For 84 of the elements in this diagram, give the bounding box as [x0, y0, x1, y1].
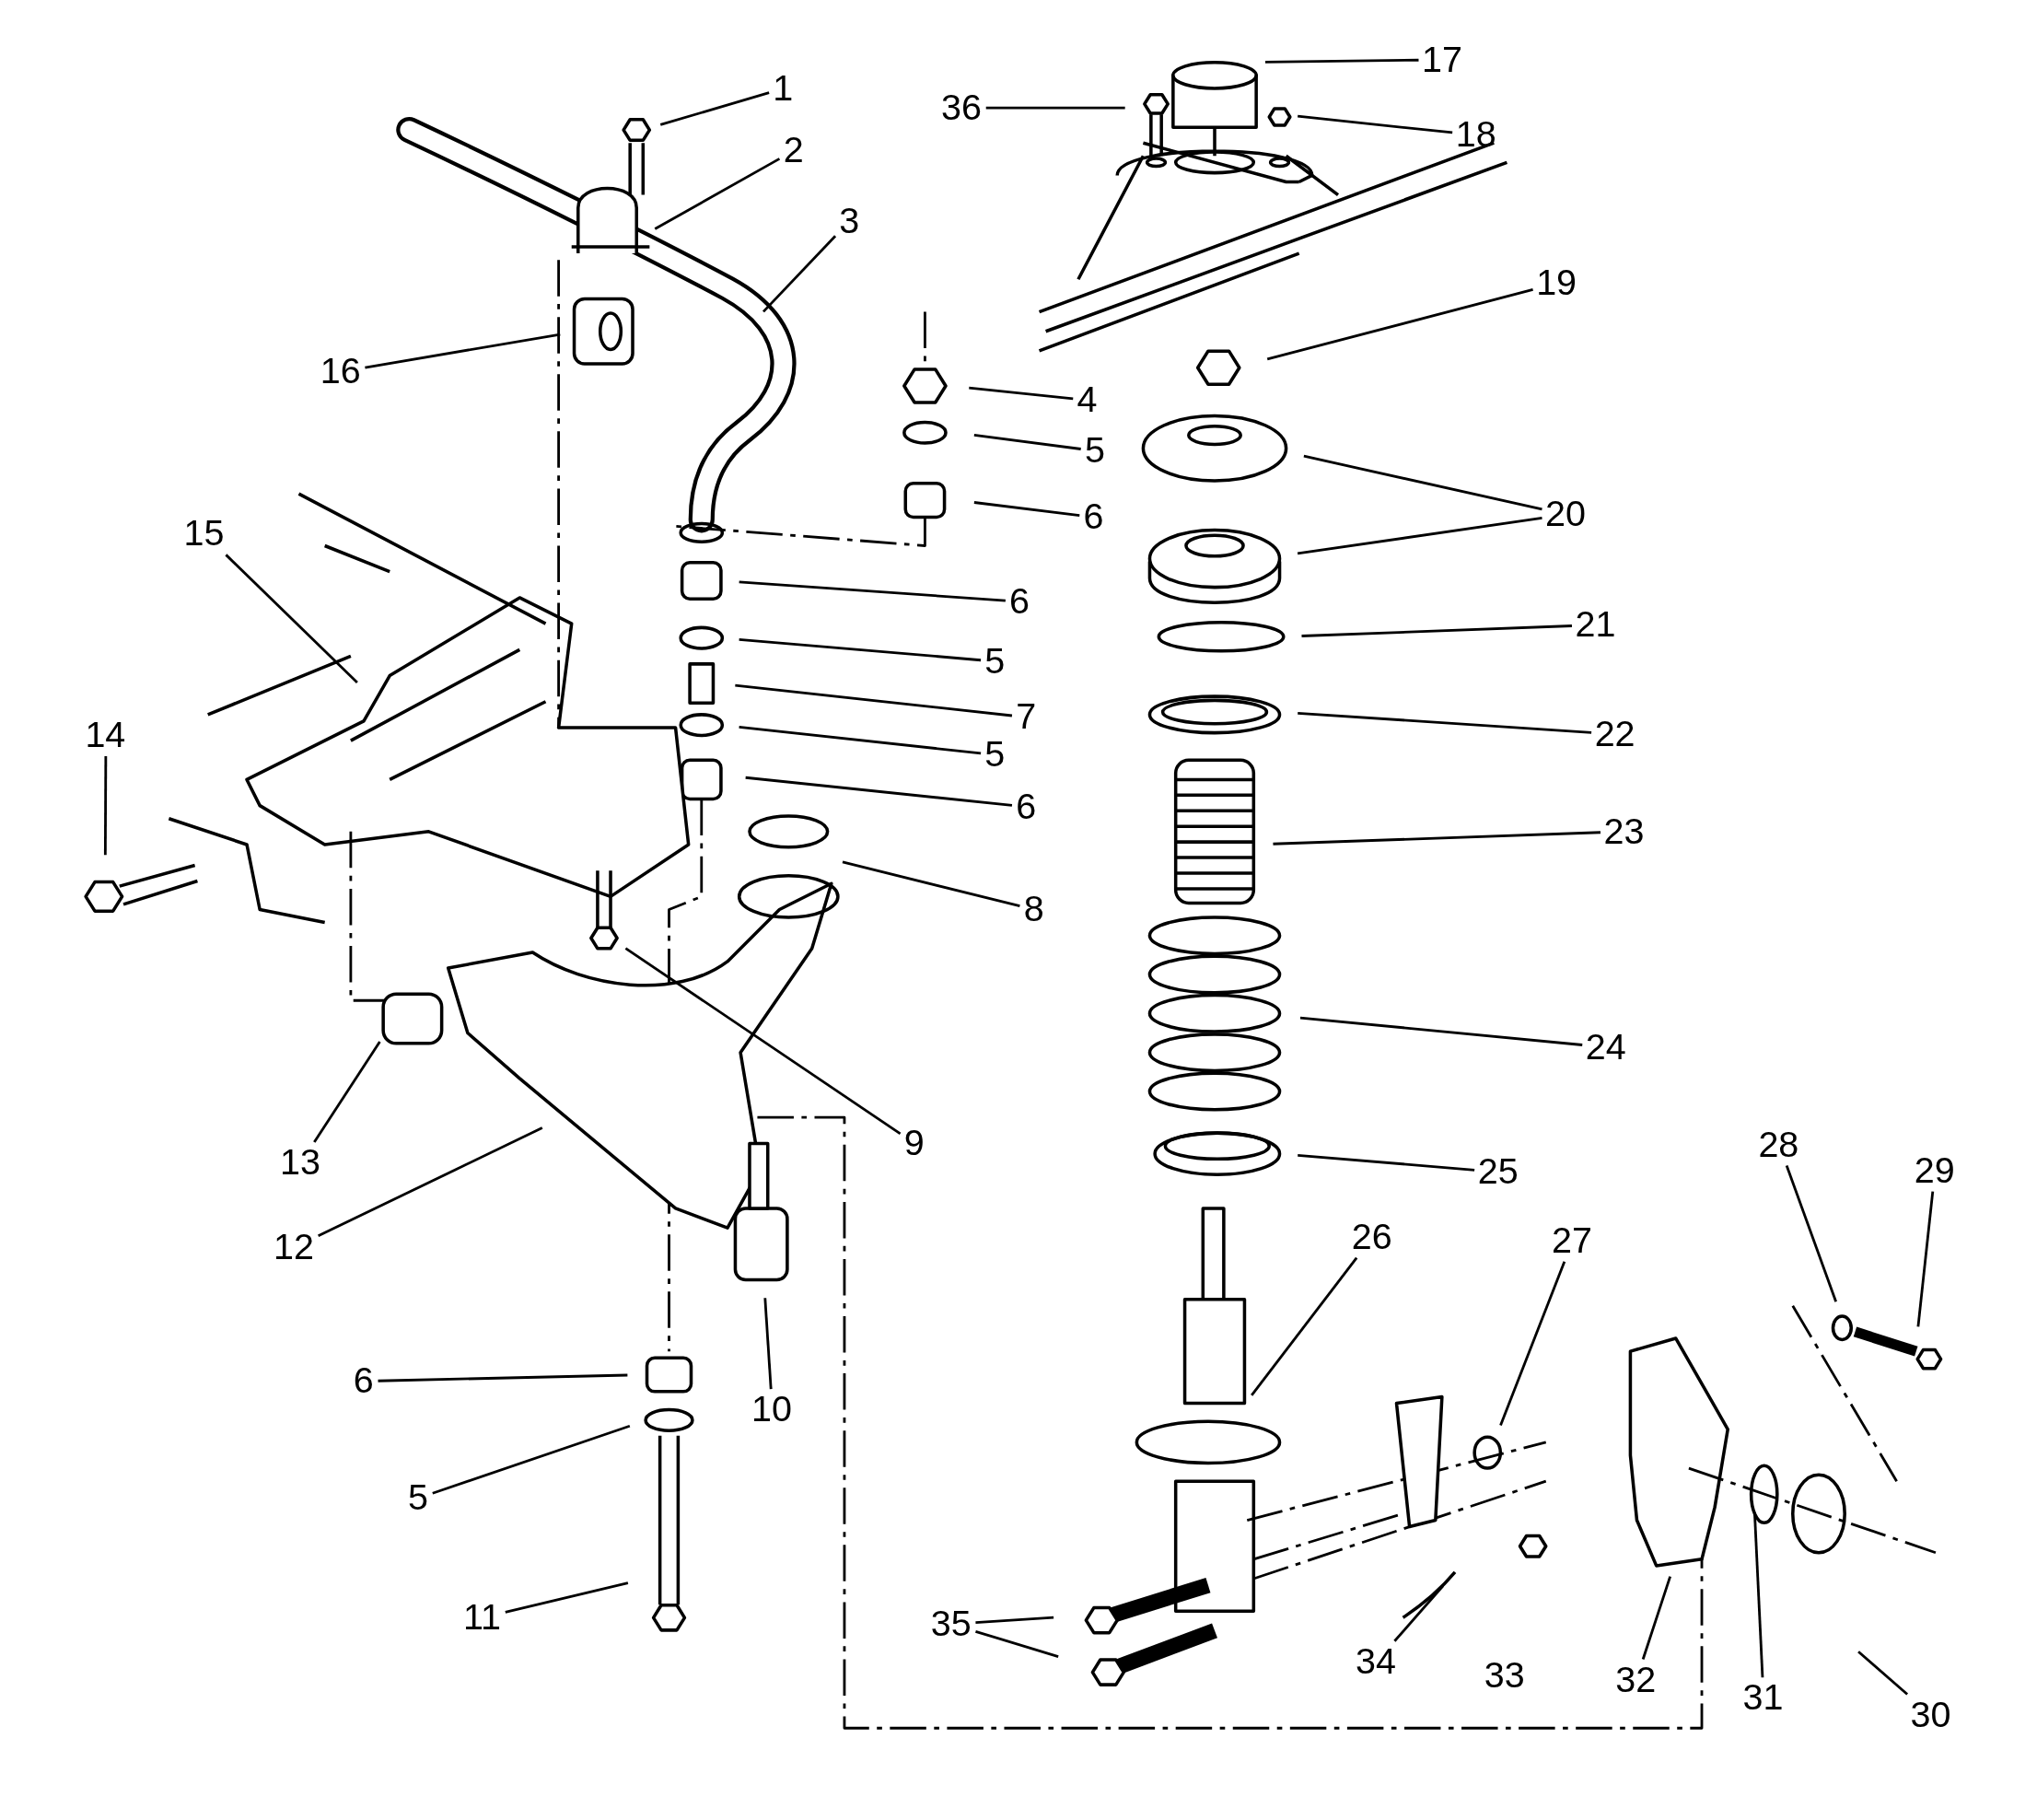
- callout-number: 6: [352, 1361, 376, 1401]
- leader-line: [365, 332, 561, 369]
- leader-line: [313, 1041, 381, 1143]
- leader-line: [739, 580, 1006, 602]
- callout-number: 20: [1543, 495, 1588, 534]
- leader-line: [973, 501, 1080, 517]
- leader-line: [1499, 1261, 1566, 1426]
- leader-line: [1301, 624, 1572, 637]
- callout-number: 3: [837, 201, 861, 240]
- leader-line: [739, 637, 982, 662]
- callout-number: 28: [1756, 1125, 1800, 1164]
- leader-line: [1857, 1651, 1909, 1696]
- leader-line: [1298, 711, 1592, 734]
- callout-number: 24: [1584, 1027, 1628, 1068]
- callout-number: 10: [750, 1390, 794, 1429]
- callout-number: 25: [1476, 1152, 1520, 1192]
- leader-line: [973, 433, 1081, 450]
- leader-line: [762, 235, 837, 313]
- leader-line: [432, 1424, 631, 1495]
- leader-line: [1916, 1191, 1935, 1327]
- leader-line: [975, 1629, 1059, 1658]
- leader-line: [1251, 1256, 1358, 1396]
- leader-line: [1303, 454, 1542, 511]
- leader-line: [969, 386, 1074, 401]
- callout-number: 29: [1913, 1150, 1957, 1191]
- callout-number: 6: [1007, 582, 1031, 622]
- leader-line: [739, 725, 982, 755]
- callout-number: 5: [983, 735, 1007, 775]
- leader-line: [659, 91, 770, 126]
- leader-line: [975, 1616, 1054, 1625]
- leader-line: [624, 947, 902, 1136]
- leader-line: [1298, 1153, 1475, 1172]
- leader-line: [1753, 1511, 1764, 1678]
- callout-number: 13: [278, 1143, 322, 1183]
- callout-number: 30: [1909, 1695, 1952, 1735]
- callout-number: 1: [771, 68, 795, 109]
- callout-number: 33: [1483, 1656, 1526, 1696]
- leader-line: [225, 554, 358, 683]
- leader-line: [735, 683, 1013, 718]
- callout-number: 32: [1613, 1660, 1658, 1700]
- leader-line: [1297, 517, 1542, 555]
- callout-number: 34: [1354, 1642, 1398, 1682]
- leader-line: [378, 1373, 628, 1382]
- callout-number: 14: [84, 716, 127, 755]
- leader-line: [1273, 831, 1601, 846]
- callout-number: 2: [782, 131, 806, 170]
- callout-number: 6: [1082, 497, 1105, 537]
- callout-number: 12: [272, 1228, 316, 1267]
- callout-number: 22: [1593, 714, 1636, 754]
- callout-number: 5: [406, 1478, 430, 1518]
- callout-number: 6: [1014, 787, 1038, 827]
- leader-line: [842, 860, 1020, 907]
- leader-line: [103, 756, 108, 856]
- callout-number: 23: [1602, 811, 1646, 851]
- leader-line: [505, 1581, 629, 1614]
- leader-line: [1266, 288, 1533, 361]
- callout-number: 4: [1076, 380, 1099, 420]
- callout-number: 9: [902, 1124, 926, 1163]
- leader-line: [1785, 1164, 1837, 1302]
- leader-line: [1298, 114, 1453, 134]
- callout-number: 27: [1550, 1221, 1594, 1261]
- callout-number: 31: [1741, 1678, 1785, 1718]
- callout-number: 7: [1014, 697, 1038, 737]
- callout-number: 5: [983, 641, 1007, 682]
- leader-line: [1393, 1584, 1445, 1642]
- callout-number: 16: [319, 352, 363, 391]
- leader-line: [1265, 58, 1419, 64]
- leader-line: [1641, 1576, 1671, 1660]
- callout-number: 5: [1083, 431, 1107, 471]
- leader-line: [654, 158, 781, 230]
- leader-line: [745, 776, 1013, 807]
- callout-number: 17: [1420, 40, 1464, 80]
- callout-number: 15: [182, 514, 226, 554]
- callout-number: 35: [929, 1604, 973, 1644]
- callout-number: 26: [1350, 1217, 1394, 1257]
- callout-number: 21: [1574, 605, 1617, 645]
- leader-line: [985, 106, 1125, 110]
- leader-line: [1299, 1016, 1583, 1046]
- callout-number: 19: [1534, 263, 1578, 303]
- leader-line: [763, 1298, 773, 1390]
- leader-line: [318, 1126, 543, 1237]
- callout-number: 36: [939, 88, 984, 128]
- callout-number: 8: [1022, 890, 1045, 929]
- callout-number: 11: [461, 1598, 503, 1638]
